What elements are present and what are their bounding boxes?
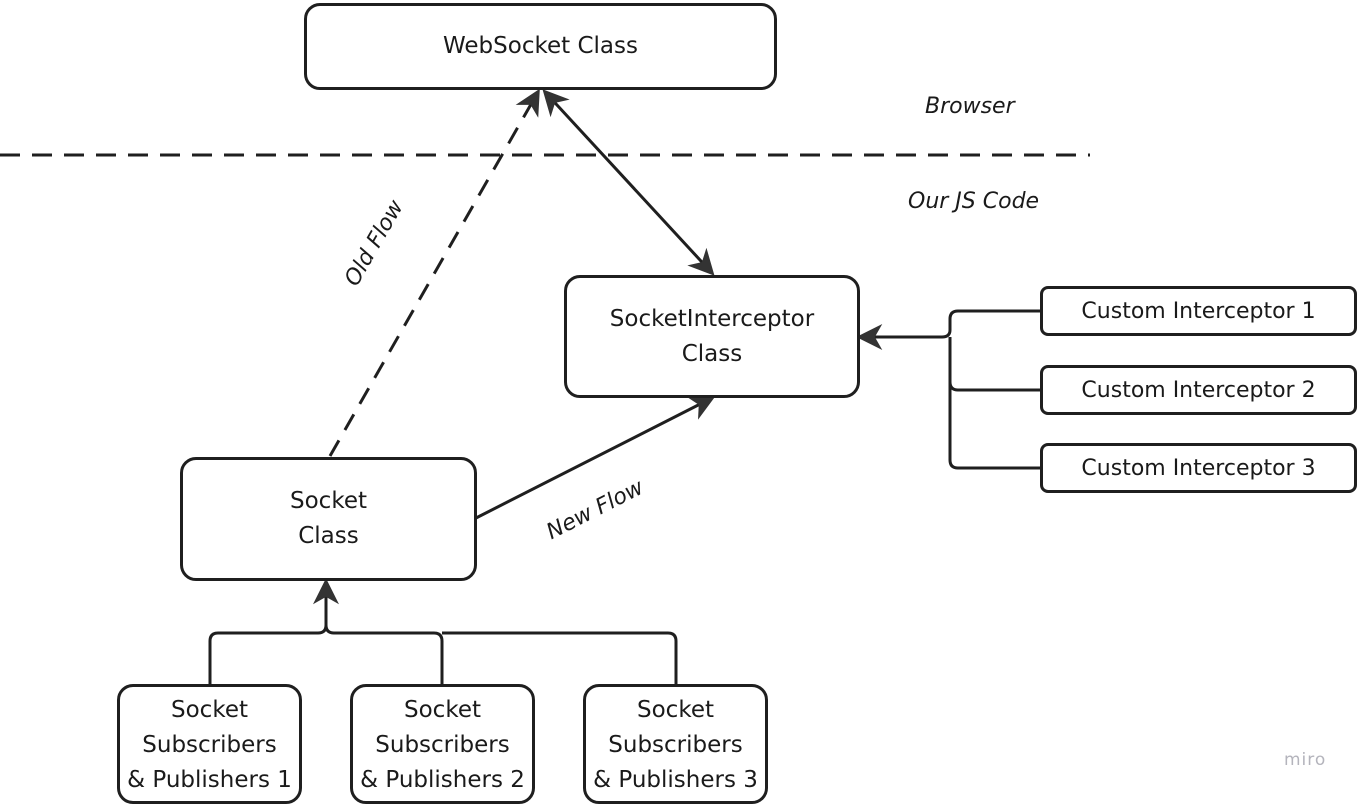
subscribers-1-line2: Subscribers bbox=[142, 732, 277, 758]
socket-class-node[interactable]: Socket Class bbox=[180, 457, 477, 581]
subscribers-2-line2: Subscribers bbox=[375, 732, 510, 758]
socket-interceptor-label-line2: Class bbox=[681, 340, 743, 367]
subscribers-1-line1: Socket bbox=[171, 697, 248, 723]
socket-class-label-line2: Class bbox=[298, 523, 359, 549]
custom-interceptor-2-label: Custom Interceptor 2 bbox=[1081, 377, 1316, 403]
subscribers-publishers-1-node[interactable]: Socket Subscribers & Publishers 1 bbox=[117, 684, 302, 804]
custom-interceptor-1-node[interactable]: Custom Interceptor 1 bbox=[1040, 286, 1357, 336]
websocket-class-node[interactable]: WebSocket Class bbox=[304, 3, 777, 90]
subscribers-3-line2: Subscribers bbox=[608, 732, 743, 758]
websocket-interceptor-arrow bbox=[542, 89, 715, 276]
custom-interceptor-2-node[interactable]: Custom Interceptor 2 bbox=[1040, 365, 1357, 415]
custom-interceptor-1-label: Custom Interceptor 1 bbox=[1081, 298, 1316, 324]
custom-interceptor-3-label: Custom Interceptor 3 bbox=[1081, 455, 1316, 481]
subscribers-1-line3: & Publishers 1 bbox=[127, 767, 292, 793]
socket-class-label-line1: Socket bbox=[290, 488, 367, 514]
browser-zone-label: Browser bbox=[925, 94, 1015, 119]
subscribers-3-line3: & Publishers 3 bbox=[593, 767, 758, 793]
websocket-class-label: WebSocket Class bbox=[443, 33, 638, 59]
custom-interceptor-bus bbox=[941, 309, 1040, 470]
socket-interceptor-label-line1: SocketInterceptor bbox=[609, 305, 815, 332]
new-flow-arrow bbox=[475, 396, 716, 520]
subscriber-bus bbox=[208, 624, 678, 684]
subscribers-2-line1: Socket bbox=[404, 697, 481, 723]
socket-interceptor-class-node[interactable]: SocketInterceptor Class bbox=[564, 275, 860, 398]
miro-watermark: miro bbox=[1284, 750, 1327, 770]
subscribers-publishers-3-node[interactable]: Socket Subscribers & Publishers 3 bbox=[583, 684, 768, 804]
subscribers-3-line1: Socket bbox=[637, 697, 714, 723]
old-flow-arrow bbox=[328, 88, 540, 457]
subscribers-publishers-2-node[interactable]: Socket Subscribers & Publishers 2 bbox=[350, 684, 535, 804]
js-code-zone-label: Our JS Code bbox=[908, 189, 1040, 214]
subscribers-2-line3: & Publishers 2 bbox=[360, 767, 525, 793]
custom-interceptor-3-node[interactable]: Custom Interceptor 3 bbox=[1040, 443, 1357, 493]
